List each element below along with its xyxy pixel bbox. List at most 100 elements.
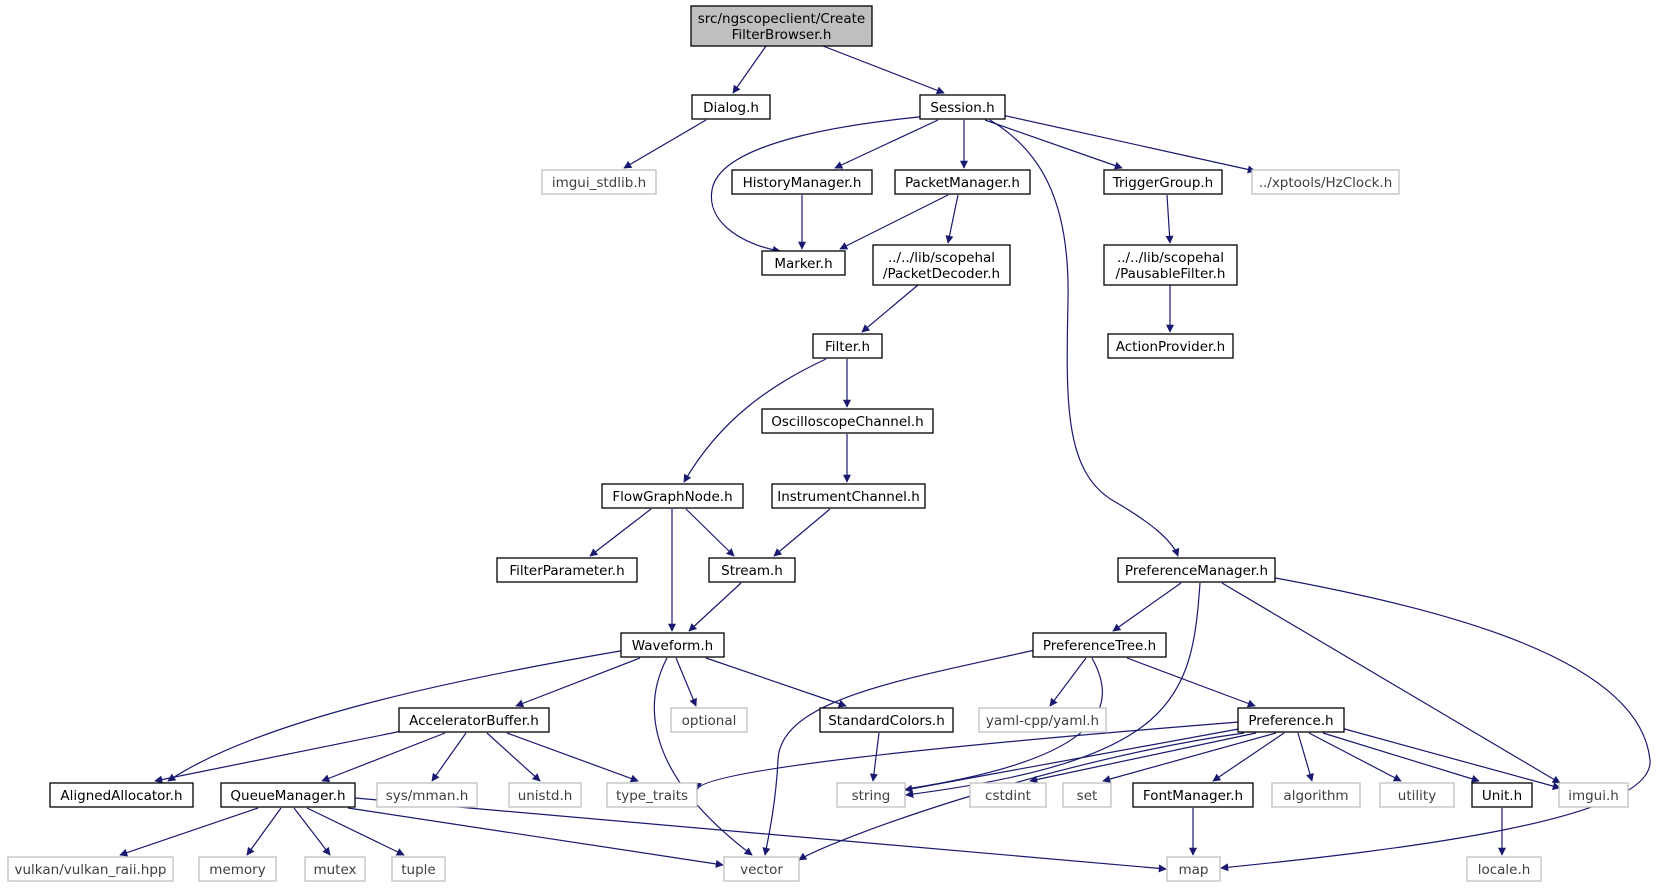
node-label: src/ngscopeclient/Create — [698, 11, 865, 27]
node-box — [398, 707, 550, 733]
node-box — [1471, 782, 1533, 808]
node-trigger-group[interactable]: TriggerGroup.h — [1103, 169, 1223, 195]
edge-waveform-to-accelerator-buffer — [515, 657, 641, 708]
dependency-edges — [119, 45, 1651, 873]
node-sys-mman[interactable]: sys/mman.h — [376, 782, 478, 808]
node-cstdint[interactable]: cstdint — [969, 782, 1047, 808]
node-box — [1251, 169, 1400, 195]
node-box — [391, 856, 446, 882]
node-action-provider[interactable]: ActionProvider.h — [1107, 333, 1234, 359]
node-vector[interactable]: vector — [723, 856, 800, 882]
node-box — [1379, 782, 1455, 808]
node-history-manager[interactable]: HistoryManager.h — [731, 169, 873, 195]
node-marker[interactable]: Marker.h — [761, 250, 846, 276]
node-box — [670, 707, 748, 733]
node-box — [1237, 707, 1345, 733]
node-filter[interactable]: Filter.h — [812, 333, 883, 359]
node-box — [508, 782, 582, 808]
node-label: imgui_stdlib.h — [552, 175, 646, 191]
node-packet-decoder[interactable]: ../../lib/scopehal/PacketDecoder.h — [872, 244, 1011, 286]
node-utility[interactable]: utility — [1379, 782, 1455, 808]
node-box — [836, 782, 906, 808]
node-box — [376, 782, 478, 808]
node-string[interactable]: string — [836, 782, 906, 808]
node-filter-parameter[interactable]: FilterParameter.h — [496, 557, 638, 583]
edge-session-to-preference-manager — [989, 119, 1180, 557]
node-label: Marker.h — [774, 256, 832, 272]
node-label: vulkan/vulkan_raii.hpp — [14, 862, 166, 878]
node-set[interactable]: set — [1062, 782, 1112, 808]
edge-waveform-to-vector — [653, 657, 753, 856]
edge-flow-graph-node-to-filter-parameter — [589, 508, 652, 557]
node-map[interactable]: map — [1166, 856, 1221, 882]
node-box — [691, 94, 771, 120]
node-font-manager[interactable]: FontManager.h — [1132, 782, 1254, 808]
node-unit[interactable]: Unit.h — [1471, 782, 1533, 808]
node-label: map — [1179, 862, 1209, 878]
node-flow-graph-node[interactable]: FlowGraphNode.h — [601, 483, 744, 509]
node-label: optional — [682, 713, 737, 729]
node-label: imgui.h — [1568, 788, 1619, 804]
edge-preference-tree-to-yaml — [1049, 657, 1087, 707]
edge-filter-to-flow-graph-node — [683, 358, 827, 483]
node-yaml[interactable]: yaml-cpp/yaml.h — [978, 707, 1107, 733]
node-standard-colors[interactable]: StandardColors.h — [819, 707, 954, 733]
node-preference-manager[interactable]: PreferenceManager.h — [1117, 557, 1276, 583]
node-box — [1103, 169, 1223, 195]
node-oscilloscope-channel[interactable]: OscilloscopeChannel.h — [761, 408, 934, 434]
node-stream[interactable]: Stream.h — [708, 557, 796, 583]
node-algorithm[interactable]: algorithm — [1271, 782, 1361, 808]
edge-preference-to-unit — [1322, 732, 1480, 783]
node-imgui-stdlib[interactable]: imgui_stdlib.h — [541, 169, 657, 195]
node-preference-tree[interactable]: PreferenceTree.h — [1032, 632, 1167, 658]
edge-accelerator-buffer-to-queue-manager — [321, 732, 446, 783]
node-label: set — [1077, 788, 1098, 804]
node-hzclock[interactable]: ../xptools/HzClock.h — [1251, 169, 1400, 195]
node-box — [761, 250, 846, 276]
node-imgui[interactable]: imgui.h — [1558, 782, 1629, 808]
edge-preference-to-algorithm — [1297, 732, 1314, 782]
node-label: AlignedAllocator.h — [60, 788, 182, 804]
node-accelerator-buffer[interactable]: AcceleratorBuffer.h — [398, 707, 550, 733]
node-mutex[interactable]: mutex — [304, 856, 366, 882]
node-box — [978, 707, 1107, 733]
node-packet-manager[interactable]: PacketManager.h — [894, 169, 1031, 195]
edge-accelerator-buffer-to-sys-mman — [431, 732, 467, 782]
node-label: tuple — [401, 862, 435, 878]
node-pausable-filter[interactable]: ../../lib/scopehal/PausableFilter.h — [1103, 244, 1238, 286]
node-queue-manager[interactable]: QueueManager.h — [220, 782, 356, 808]
edge-preference-manager-to-preference-tree — [1112, 582, 1182, 632]
node-optional[interactable]: optional — [670, 707, 748, 733]
node-box — [812, 333, 883, 359]
edge-preference-to-font-manager — [1212, 732, 1285, 782]
node-locale[interactable]: locale.h — [1466, 856, 1542, 882]
edge-preference-tree-to-preference — [1126, 657, 1256, 708]
node-label: ActionProvider.h — [1116, 339, 1225, 355]
edge-preference-tree-to-vector — [762, 649, 1036, 856]
node-vulkan-raii[interactable]: vulkan/vulkan_raii.hpp — [7, 856, 174, 882]
node-label: Preference.h — [1248, 713, 1333, 729]
node-dialog[interactable]: Dialog.h — [691, 94, 771, 120]
node-aligned-allocator[interactable]: AlignedAllocator.h — [49, 782, 194, 808]
edge-accelerator-buffer-to-unistd — [486, 732, 541, 782]
node-box — [1466, 856, 1542, 882]
node-unistd[interactable]: unistd.h — [508, 782, 582, 808]
node-session[interactable]: Session.h — [919, 94, 1006, 120]
node-instrument-channel[interactable]: InstrumentChannel.h — [771, 483, 926, 509]
node-label: vector — [740, 862, 783, 878]
edge-accelerator-buffer-to-type-traits — [506, 732, 639, 783]
node-box — [198, 856, 277, 882]
node-tuple[interactable]: tuple — [391, 856, 446, 882]
node-preference[interactable]: Preference.h — [1237, 707, 1345, 733]
node-type-traits[interactable]: type_traits — [606, 782, 698, 808]
edge-flow-graph-node-to-stream — [685, 508, 735, 557]
node-box — [919, 94, 1006, 120]
node-box — [969, 782, 1047, 808]
node-box — [7, 856, 174, 882]
node-label: PreferenceManager.h — [1125, 563, 1268, 579]
node-waveform[interactable]: Waveform.h — [620, 632, 725, 658]
node-memory[interactable]: memory — [198, 856, 277, 882]
edge-preference-to-utility — [1308, 732, 1402, 782]
edge-packet-manager-to-packet-decoder — [945, 194, 959, 244]
